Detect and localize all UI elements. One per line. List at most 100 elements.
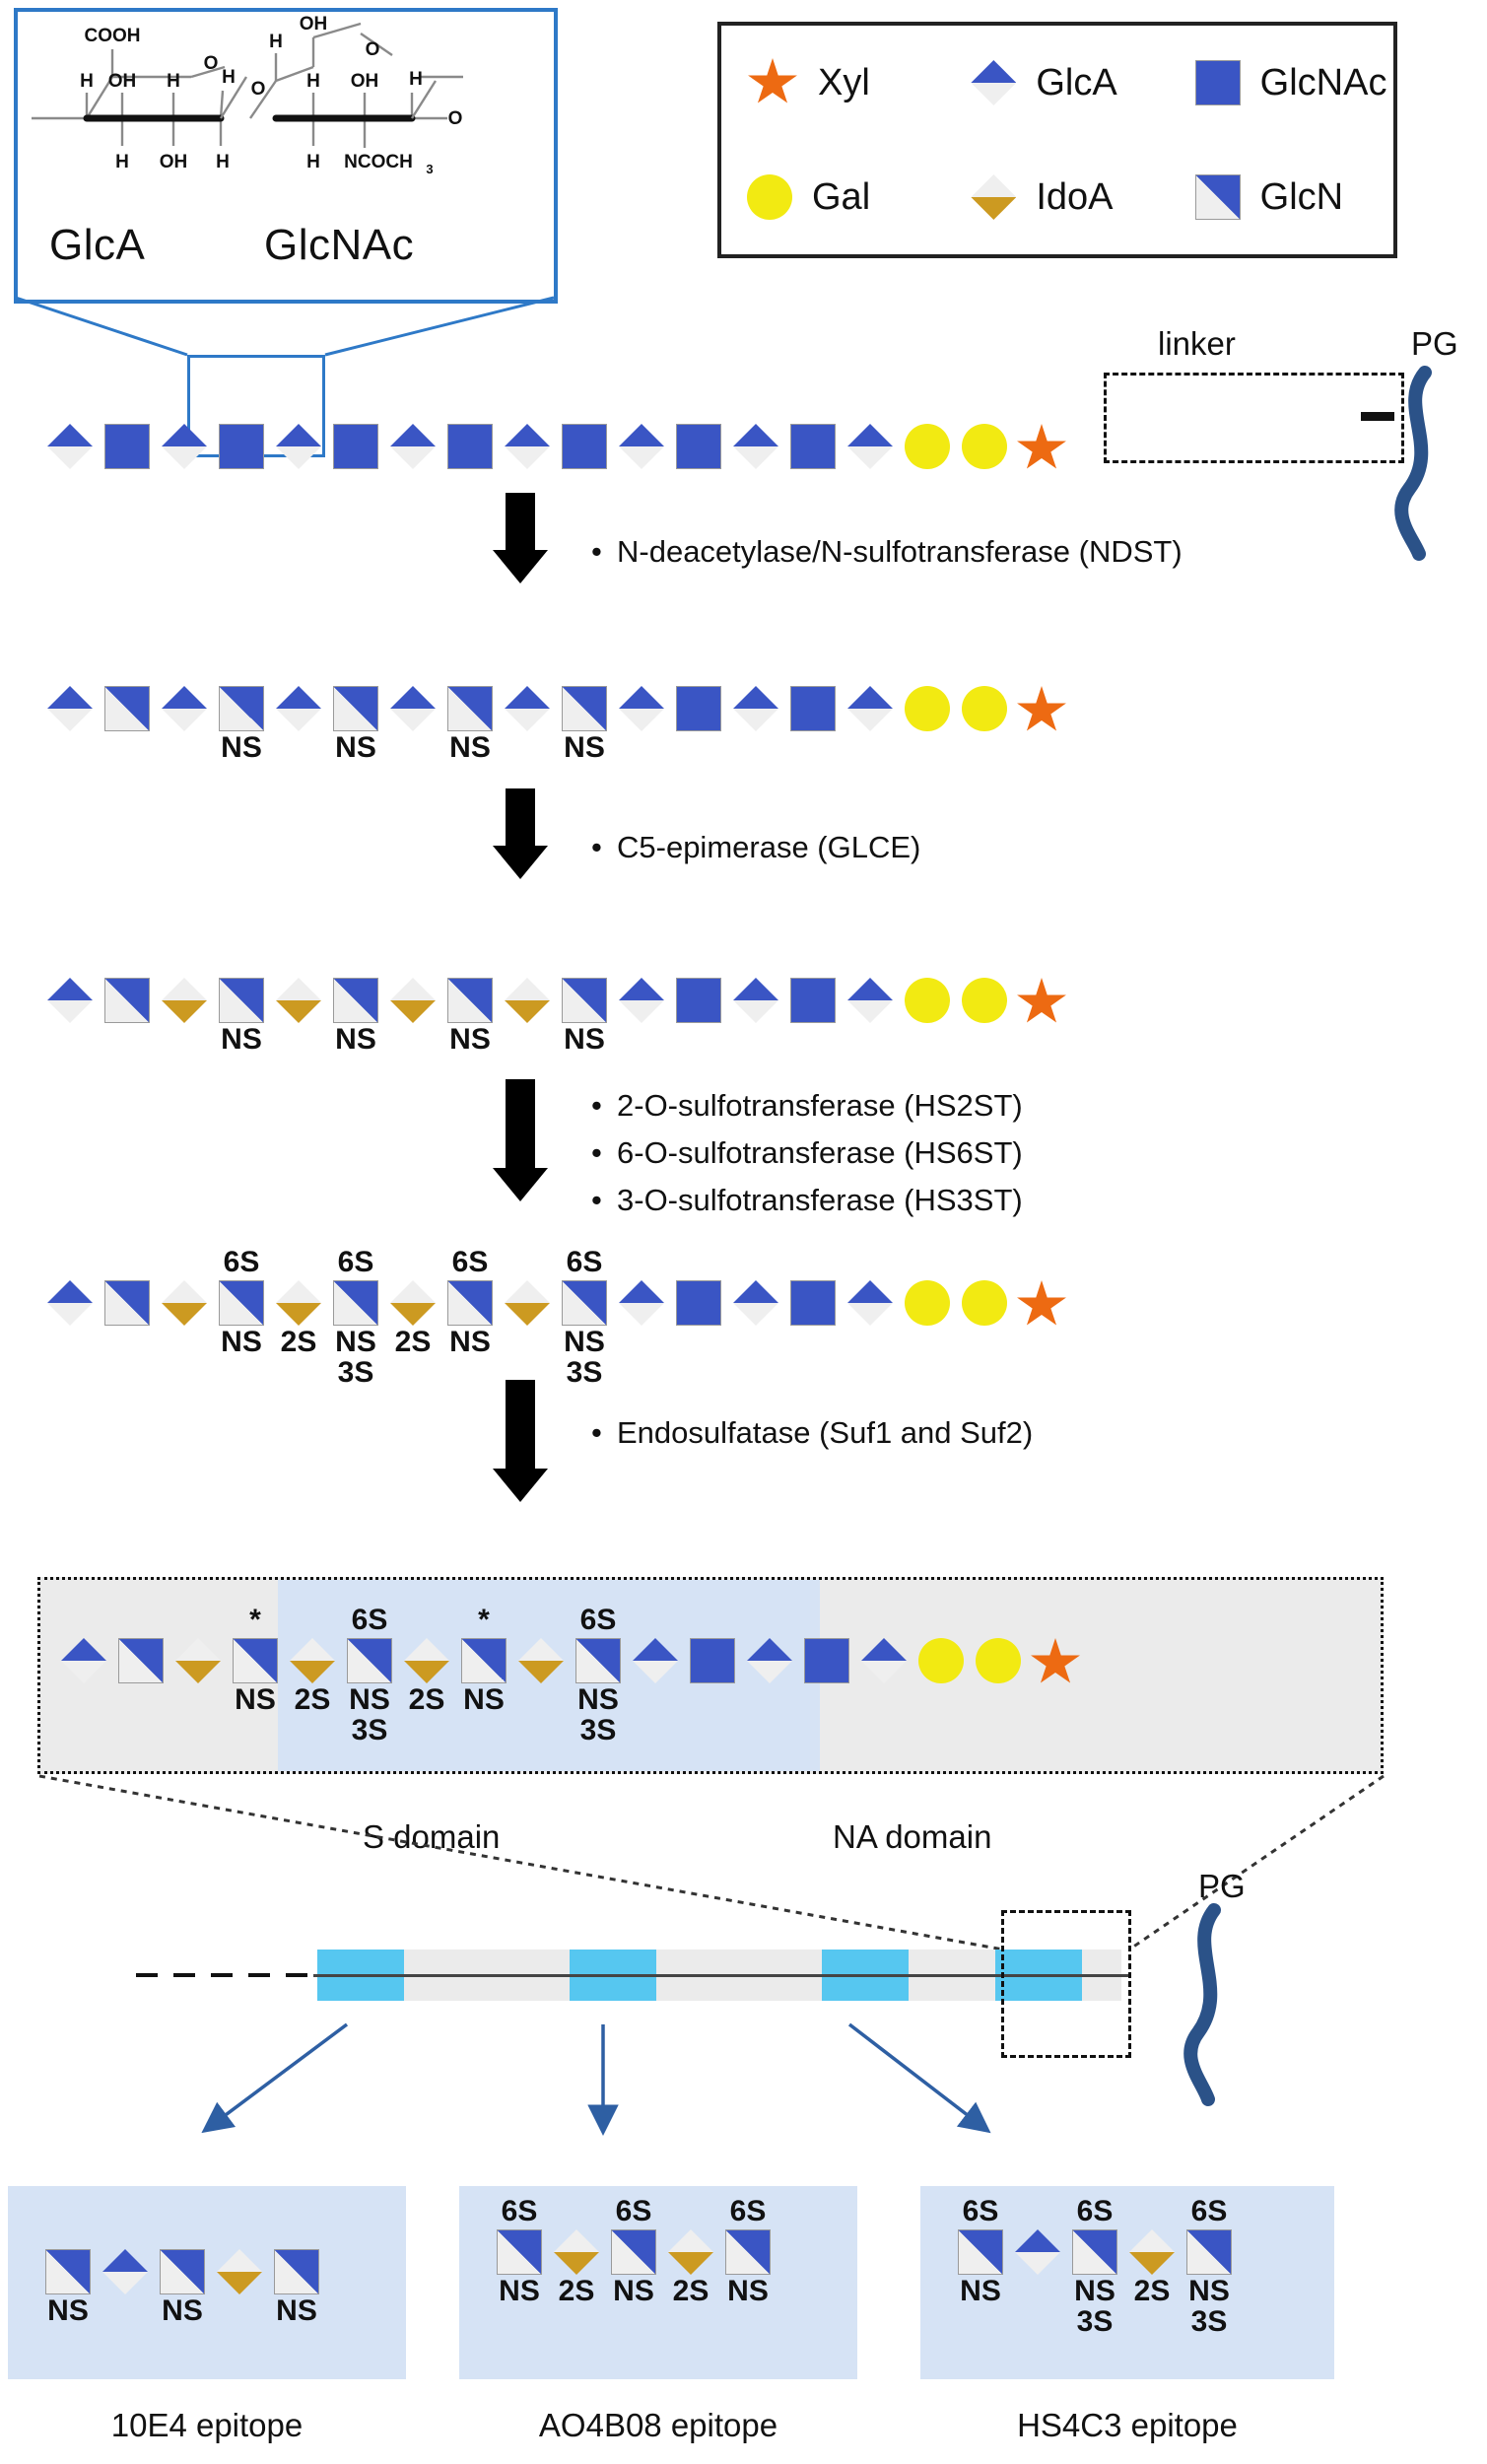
glycan-unit: [1013, 944, 1070, 1028]
glycan-unit: 2S: [384, 1247, 441, 1357]
glycan-lower-modification: NS: [564, 1023, 605, 1056]
glcn-icon: [562, 978, 607, 1023]
glca-icon: [1015, 2229, 1060, 2275]
glcn-icon: [333, 686, 378, 731]
glycan-upper-modification: 6S: [579, 1604, 617, 1636]
blue-white-diamond-icon: [971, 60, 1017, 105]
glycan-unit: [512, 1605, 570, 1684]
glcn-icon: [333, 978, 378, 1023]
svg-text:H: H: [216, 152, 230, 172]
glcn-icon: [461, 1638, 507, 1683]
glycan-lower-modification: NS: [463, 1683, 505, 1716]
glca-icon: [162, 424, 207, 469]
enzyme-label-2: •C5-epimerase (GLCE): [591, 824, 920, 871]
glycan-unit: [99, 1247, 156, 1327]
glycan-unit: [670, 652, 727, 732]
legend-label-glcnac: GlcNAc: [1259, 61, 1387, 103]
gal-icon: [962, 978, 1007, 1023]
idoa-icon: [175, 1638, 221, 1683]
enzyme-label-3b: •6-O-sulfotransferase (HS6ST): [591, 1129, 1023, 1177]
legend-item-gal: Gal: [721, 174, 945, 220]
glycan-unit: [99, 390, 156, 470]
glycan-unit: [784, 652, 842, 732]
glycan-unit: [156, 652, 213, 732]
glca-icon: [847, 424, 893, 469]
glycan-lower-modification: NS: [162, 2294, 203, 2327]
glycan-lower-modification: NS: [1074, 2275, 1115, 2307]
glycan-unit: [956, 390, 1013, 470]
glycan-unit: 2S: [662, 2196, 719, 2306]
xyl-icon: [1017, 978, 1066, 1023]
glycan-unit: [627, 1605, 684, 1684]
glcn-icon: [1186, 2229, 1232, 2275]
svg-text:OH: OH: [160, 152, 188, 172]
glycan-upper-modification: 6S: [566, 1246, 603, 1278]
idoa-icon: [505, 1280, 550, 1326]
svg-text:O: O: [366, 39, 380, 60]
enzyme-label-1: •N-deacetylase/N-sulfotransferase (NDST): [591, 528, 1183, 576]
glcnac-icon: [676, 686, 721, 731]
process-arrow-3: [493, 1079, 548, 1201]
glca-icon: [619, 1280, 664, 1326]
glycan-unit: [727, 1247, 784, 1327]
glycan-lower-modification-2: 3S: [566, 1356, 603, 1389]
chain-leading-dashes: [136, 1973, 313, 1977]
glca-icon: [390, 686, 436, 731]
glcn-icon: [45, 2249, 91, 2294]
zoom-connector-lines: [15, 296, 555, 357]
enzyme-text-3c: 3-O-sulfotransferase (HS3ST): [617, 1183, 1023, 1217]
glycan-upper-modification: 6S: [615, 2195, 652, 2227]
glcn-icon: [347, 1638, 392, 1683]
glycan-lower-modification: NS: [564, 1326, 605, 1358]
glycan-unit: [613, 1247, 670, 1327]
epitope-caption-10e4: 10E4 epitope: [110, 2407, 304, 2443]
glycan-upper-modification: 6S: [962, 2195, 999, 2227]
glycan-upper-modification: 6S: [223, 1246, 260, 1278]
gal-icon: [905, 978, 950, 1023]
linker-label: linker: [1158, 325, 1236, 362]
glycan-lower-modification: NS: [221, 731, 262, 764]
glca-icon: [733, 424, 778, 469]
glca-icon: [47, 1280, 93, 1326]
glycan-upper-modification: 6S: [1076, 2195, 1114, 2227]
glycan-unit: *NS: [227, 1605, 284, 1715]
glycan-lower-modification: NS: [47, 2294, 89, 2327]
gal-icon: [918, 1638, 964, 1683]
glycan-unit: 2S: [548, 2196, 605, 2306]
glca-icon: [505, 424, 550, 469]
glcnac-icon: [790, 978, 836, 1023]
glycan-unit: [384, 390, 441, 470]
glycan-lower-modification: NS: [335, 1326, 376, 1358]
glcn-icon: [233, 1638, 278, 1683]
idoa-icon: [668, 2229, 713, 2275]
glycan-unit: [784, 390, 842, 470]
glycan-unit: [956, 944, 1013, 1024]
glycan-unit: [99, 944, 156, 1024]
glycan-unit: [441, 390, 499, 470]
glca-icon: [733, 1280, 778, 1326]
glca-icon: [861, 1638, 907, 1683]
glca-icon: [633, 1638, 678, 1683]
glycan-lower-modification: 2S: [394, 1326, 432, 1358]
glcn-icon: [562, 1280, 607, 1326]
glycan-unit: 2S: [1123, 2196, 1181, 2306]
s-domain-label: S domain: [363, 1818, 501, 1855]
glycan-lower-modification-2: 3S: [1190, 2305, 1228, 2338]
glycan-lower-modification: NS: [335, 1023, 376, 1056]
glcn-icon: [104, 686, 150, 731]
glycan-lower-modification: NS: [727, 2275, 769, 2307]
legend-label-glca: GlcA: [1036, 61, 1117, 103]
svg-text:OH: OH: [108, 71, 137, 92]
glycan-lower-modification: NS: [577, 1683, 619, 1716]
glycan-unit: 2S: [284, 1605, 341, 1715]
legend-label-idoa: IdoA: [1036, 175, 1114, 218]
glycan-unit: 2S: [398, 1605, 455, 1715]
bullet-icon-1: •: [591, 534, 602, 569]
